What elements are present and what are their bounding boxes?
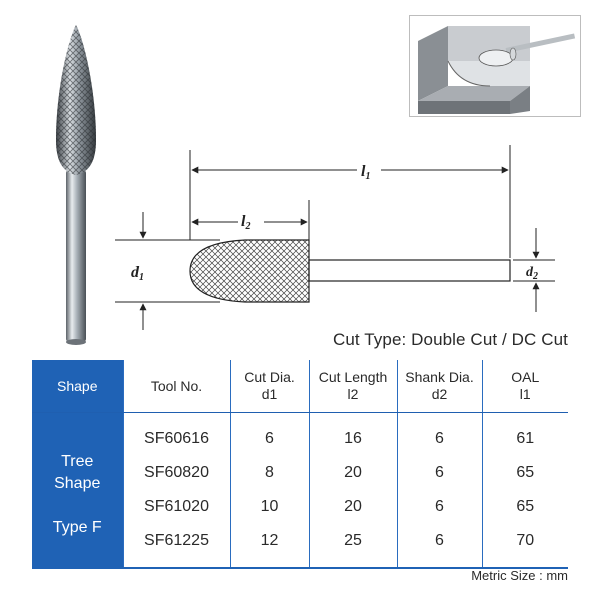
oal-cell: 65 [481,456,568,490]
tool-no-cell: SF60820 [122,456,230,490]
oal-cell: 70 [481,524,568,568]
cut-type-caption: Cut Type: Double Cut / DC Cut [332,330,568,349]
oal-cell: 61 [481,412,568,456]
cut-dia-cell: 12 [229,524,309,568]
shank-dia-cell: 6 [396,490,482,524]
dimension-drawing: l1 l2 d1 d2 [95,140,575,340]
d1-dimension: d1 [115,212,220,330]
table-row: SF60820 8 20 6 65 [32,456,568,490]
cut-length-cell: 20 [308,456,397,490]
cut-length-cell: 20 [308,490,397,524]
header-shape: Shape [32,360,123,413]
tool-no-cell: SF60616 [122,412,230,456]
shape-cell: Tree Shape Type F [32,412,123,568]
header-tool-no: Tool No. [122,360,230,413]
shank-dia-cell: 6 [396,412,482,456]
cut-length-cell: 25 [308,524,397,568]
shank-dia-cell: 6 [396,456,482,490]
d1-label: d1 [131,264,144,283]
header-cut-dia: Cut Dia.d1 [229,360,309,413]
table-row: Tree Shape Type F SF60616 6 16 6 61 [32,412,568,568]
l1-dimension: l1 [189,145,511,258]
cut-dia-cell: 6 [229,412,309,456]
burr-outline [189,239,511,303]
cut-length-cell: 16 [308,412,397,456]
cut-dia-cell: 8 [229,456,309,490]
tool-no-cell: SF61020 [122,490,230,524]
tool-no-cell: SF61225 [122,524,230,568]
d2-dimension: d2 [513,228,555,312]
table-row: SF61020 10 20 6 65 [32,490,568,524]
table-row: SF61225 12 25 6 70 [32,524,568,568]
shank-dia-cell: 6 [396,524,482,568]
d2-label: d2 [526,265,538,282]
oal-cell: 65 [481,490,568,524]
metric-size-note: Metric Size : mm [471,568,568,583]
burr-product-photo [40,20,110,350]
header-shank-dia: Shank Dia.d2 [396,360,482,413]
l1-label: l1 [361,163,370,182]
cut-dia-cell: 10 [229,490,309,524]
l2-label: l2 [241,213,250,232]
application-illustration [409,15,581,117]
